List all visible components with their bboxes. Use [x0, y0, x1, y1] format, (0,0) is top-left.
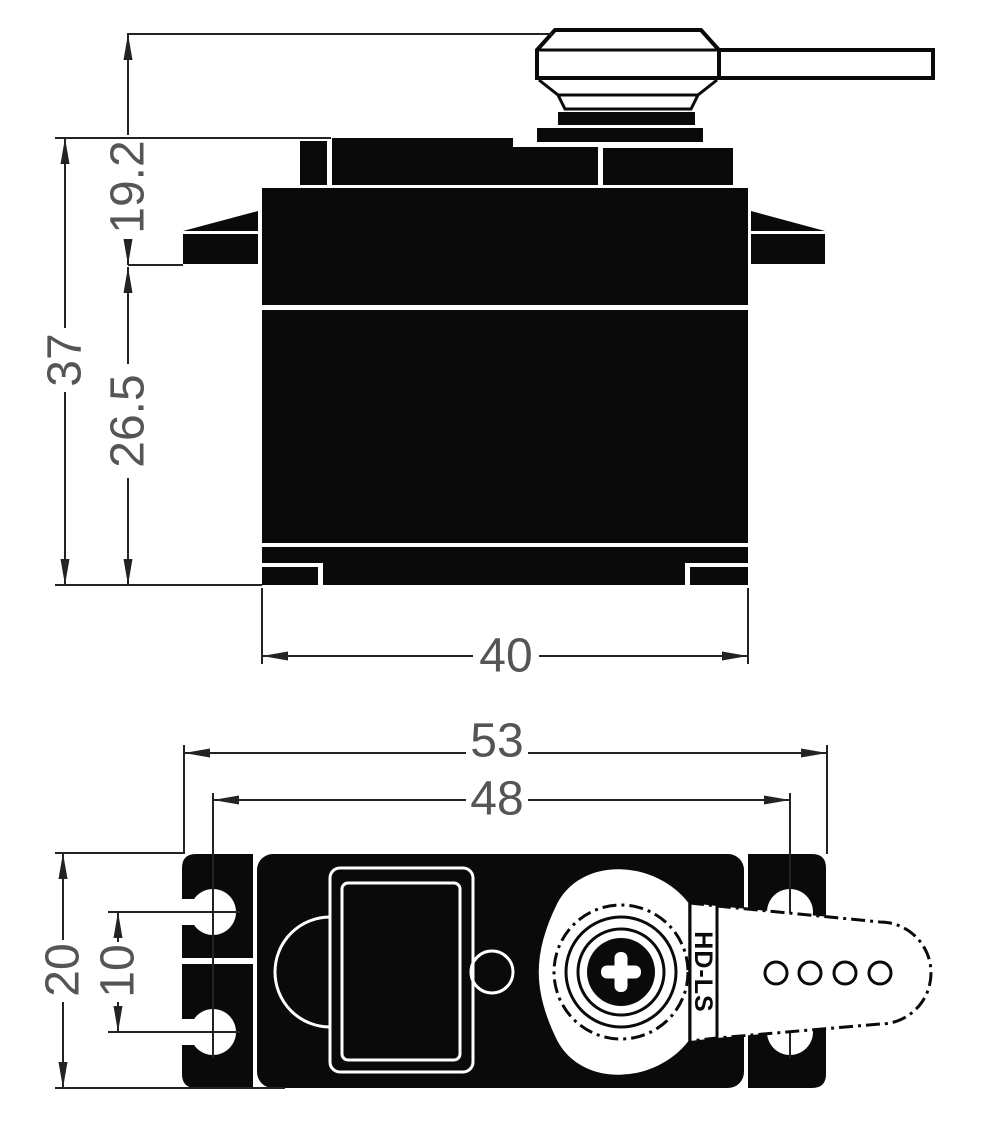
servo-horn-hub-side: [535, 28, 721, 80]
dim-label-horn-height: 19.2: [102, 140, 155, 233]
screw-cross-vertical: [614, 952, 628, 992]
brand-label: HD-LS: [689, 931, 717, 1012]
dim-label-overall-length: 53: [470, 715, 523, 768]
side-view: 19.2 37 26.5 40: [39, 28, 935, 683]
horn-hole-1: [763, 960, 789, 986]
servo-lower-case-side: [262, 310, 748, 543]
top-case-tab: [300, 141, 327, 185]
horn-hole-3: [832, 960, 858, 986]
mount-flange-right: [751, 234, 825, 264]
dim-ear-hole-pitch: 10: [92, 911, 240, 1033]
foot-cut-right: [690, 563, 748, 567]
mount-flange-left: [183, 234, 258, 264]
dim-label-overall-height: 37: [39, 333, 92, 386]
horn-hole-4: [867, 960, 893, 986]
dim-label-body-height: 26.5: [102, 374, 155, 467]
servo-horn-arm-side: [717, 48, 935, 80]
top-view: HD-LS 53 48 20: [37, 715, 933, 1089]
dim-overall-height: 37: [39, 137, 331, 585]
dim-label-mount-hole-span: 48: [470, 773, 523, 826]
horn-hub-circle: [552, 903, 690, 1041]
case-label-outer: [328, 866, 475, 1074]
foot-gap-left: [318, 563, 323, 585]
dim-label-body-width: 40: [479, 630, 532, 683]
dim-label-body-depth: 20: [37, 943, 90, 996]
dim-overall-length: 53: [183, 715, 828, 854]
dim-body-height: 26.5: [55, 267, 262, 586]
dim-label-ear-hole-pitch: 10: [92, 944, 145, 997]
foot-gap-right: [685, 563, 690, 585]
top-case-left-block: [332, 138, 598, 185]
dim-horn-height: 19.2: [102, 33, 552, 266]
mount-flange-left-wedge: [183, 211, 258, 231]
secondary-shaft-circle: [469, 949, 515, 995]
horn-hole-2: [797, 960, 823, 986]
shaft-ring-outer: [564, 915, 678, 1029]
dim-mount-hole-span: 48: [213, 773, 790, 826]
dim-body-width: 40: [261, 588, 749, 683]
servo-horn-outline: [689, 901, 933, 1043]
servo-bottom-cap: [262, 547, 748, 585]
servo-upper-case-side: [262, 188, 748, 305]
dim-body-depth: 20: [37, 852, 285, 1089]
shaft-collar: [558, 112, 695, 125]
shaft-ring-inner: [576, 927, 666, 1017]
top-case-right-block: [603, 148, 733, 185]
case-label-inner: [340, 881, 462, 1062]
case-bump-left: [273, 915, 331, 1029]
mount-flange-right-wedge: [751, 211, 825, 231]
foot-cut-left: [262, 563, 318, 567]
gearbox-step-1: [537, 128, 703, 142]
output-shaft-washer: [538, 78, 718, 111]
